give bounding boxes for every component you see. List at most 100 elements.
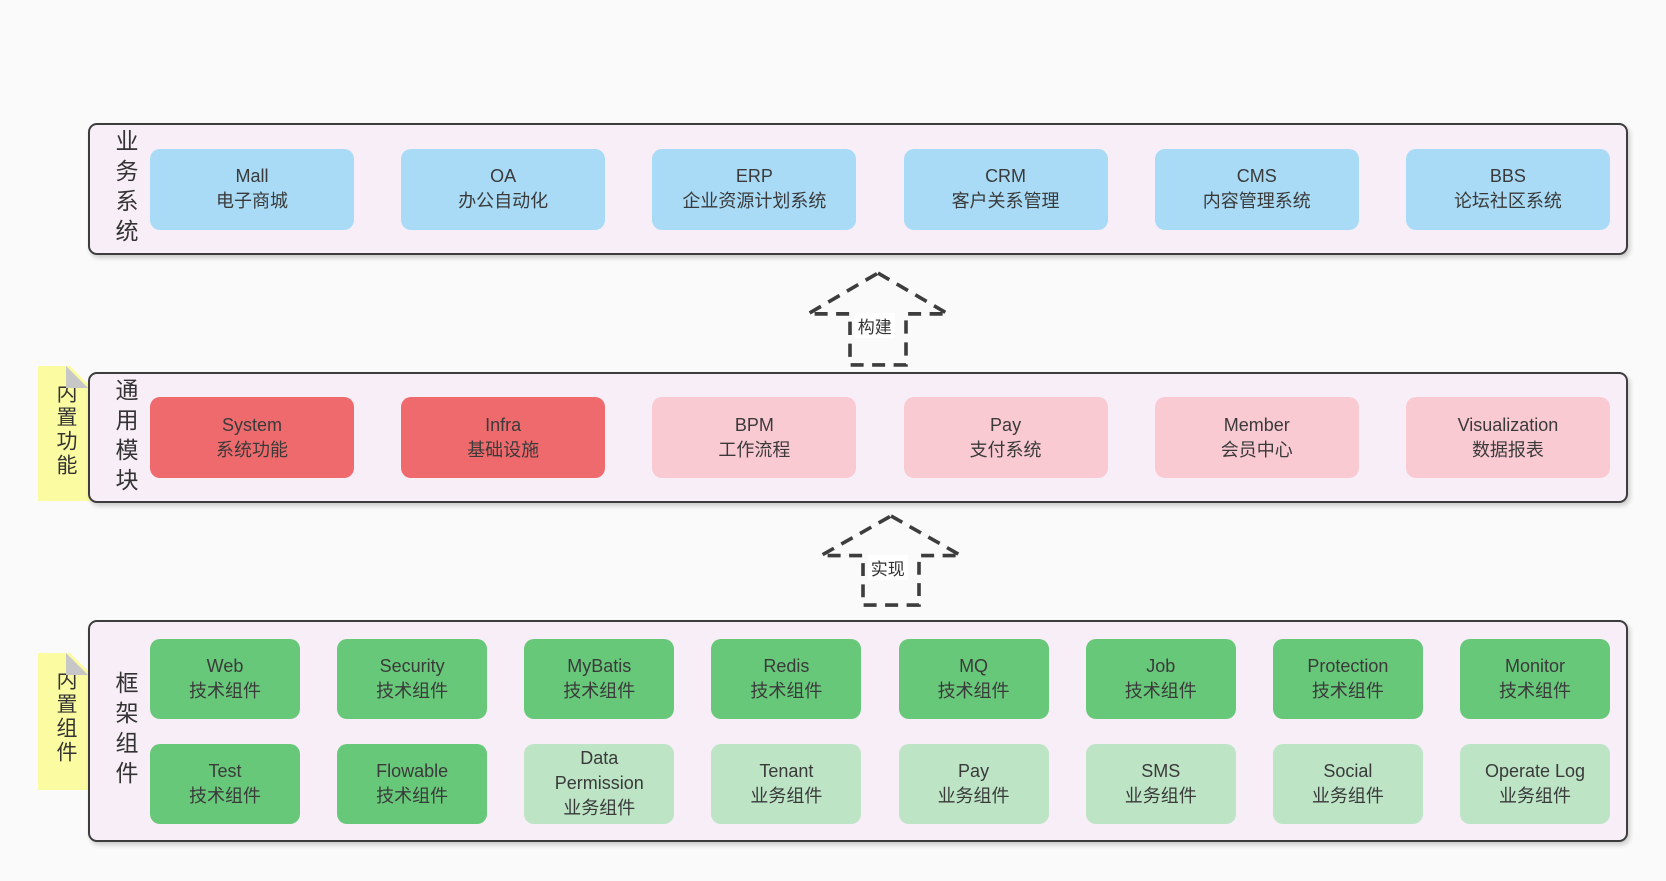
box-tenant: Tenant 业务组件 [711,743,862,824]
box-name: Monitor [1504,655,1565,676]
box-monitor: Monitor 技术组件 [1459,638,1610,719]
box-visualization: Visualization 数据报表 [1405,397,1610,478]
box-bbs: BBS 论坛社区系统 [1405,148,1610,230]
box-desc: 内容管理系统 [1202,191,1311,211]
box-pay: Pay 支付系统 [903,397,1108,478]
folded-corner-icon [66,366,88,388]
box-desc: 论坛社区系统 [1453,191,1562,211]
box-web: Web 技术组件 [150,638,300,719]
box-name: MQ [959,655,989,676]
box-mq: MQ 技术组件 [898,638,1049,719]
box-name: Test [208,760,242,781]
box-social: Social 业务组件 [1272,743,1423,824]
box-desc: 技术组件 [563,680,636,701]
box-erp: ERP 企业资源计划系统 [652,148,857,230]
implement-arrow-label: 实现 [867,554,908,580]
box-bpm: BPM 工作流程 [652,397,857,478]
box-mall: Mall 电子商城 [150,148,354,230]
box-desc: 会员中心 [1220,439,1293,460]
box-desc: 数据报表 [1471,439,1544,460]
layer-label-components: 框架组件 [112,671,138,791]
box-name: BBS [1489,166,1526,186]
box-row: System 系统功能 Infra 基础设施 BPM 工作流程 Pay 支付系统 Member 会… [150,397,1610,478]
box-desc: 工作流程 [718,439,791,460]
box-name: Flowable [376,760,449,781]
box-redis: Redis 技术组件 [711,638,862,719]
box-name: ERP [735,166,773,186]
box-name: Operate Log [1484,760,1586,781]
box-name: Visualization [1457,414,1559,435]
build-arrow-label: 构建 [854,313,895,339]
box-job: Job 技术组件 [1085,638,1236,719]
sticky-tab-builtin-features: 内置功能 [38,366,92,501]
box-name: CRM [985,166,1027,186]
business-boxes-row: Mall 电子商城 OA 办公自动化 ERP 企业资源计划系统 CRM 客户关系管理 CMS 内容… [146,125,1610,253]
box-name: Redis [763,655,810,676]
box-name: Mall [235,166,269,186]
box-pay: Pay 业务组件 [898,743,1049,824]
sticky-tab-builtin-components: 内置组件 [38,653,92,790]
tab-label: 内置组件 [54,669,77,765]
box-desc: 客户关系管理 [951,191,1060,211]
box-desc: 业务组件 [1311,785,1384,806]
box-system: System 系统功能 [150,397,354,478]
box-name: Social [1323,760,1373,781]
box-desc: 技术组件 [376,785,449,806]
build-arrow-icon: 构建 [805,270,951,368]
tab-label: 内置功能 [54,382,77,478]
box-name: Protection [1307,655,1389,676]
box-name: Tenant [759,760,814,781]
box-desc: 技术组件 [1311,680,1384,701]
box-desc: 基础设施 [467,439,540,460]
box-desc: 业务组件 [563,798,636,818]
box-name: CMS [1236,166,1277,186]
box-desc: 技术组件 [1124,680,1197,701]
box-security: Security 技术组件 [337,638,488,719]
box-desc: 电子商城 [216,191,288,211]
folded-corner-icon [66,653,88,675]
box-desc: 办公自动化 [458,191,549,211]
box-crm: CRM 客户关系管理 [903,148,1108,230]
box-protection: Protection 技术组件 [1272,638,1423,719]
box-desc: 技术组件 [937,680,1010,701]
box-desc: 技术组件 [189,680,261,701]
box-member: Member 会员中心 [1154,397,1359,478]
box-name: Infra [485,414,522,435]
box-flowable: Flowable 技术组件 [337,743,488,824]
box-name: Web [206,655,244,676]
box-name: Job [1146,655,1176,676]
box-desc: 技术组件 [1498,680,1571,701]
box-desc: 企业资源计划系统 [682,191,827,211]
box-desc: 支付系统 [969,439,1042,460]
box-name: System [221,414,282,435]
box-infra: Infra 基础设施 [401,397,606,478]
box-cms: CMS 内容管理系统 [1154,148,1359,230]
box-desc: 业务组件 [937,785,1010,806]
box-oa: OA 办公自动化 [401,148,606,230]
box-desc: 技术组件 [750,680,823,701]
box-name: BPM [734,414,774,435]
box-desc: 技术组件 [376,680,449,701]
box-desc: 系统功能 [216,439,288,460]
modules-boxes-row: System 系统功能 Infra 基础设施 BPM 工作流程 Pay 支付系统 Member 会… [146,374,1610,501]
box-desc: 业务组件 [750,785,823,806]
box-name: OA [490,166,517,186]
box-mybatis: MyBatis 技术组件 [524,638,675,719]
box-name: MyBatis [567,655,632,676]
box-name: Pay [990,414,1022,435]
box-name: Security [379,655,445,676]
layer-label-modules: 通用模块 [112,377,138,498]
box-name: Member [1223,414,1290,435]
box-desc: 业务组件 [1124,785,1197,806]
box-name: Pay [958,760,990,781]
box-row: Mall 电子商城 OA 办公自动化 ERP 企业资源计划系统 CRM 客户关系管理 CMS 内容… [150,148,1610,230]
